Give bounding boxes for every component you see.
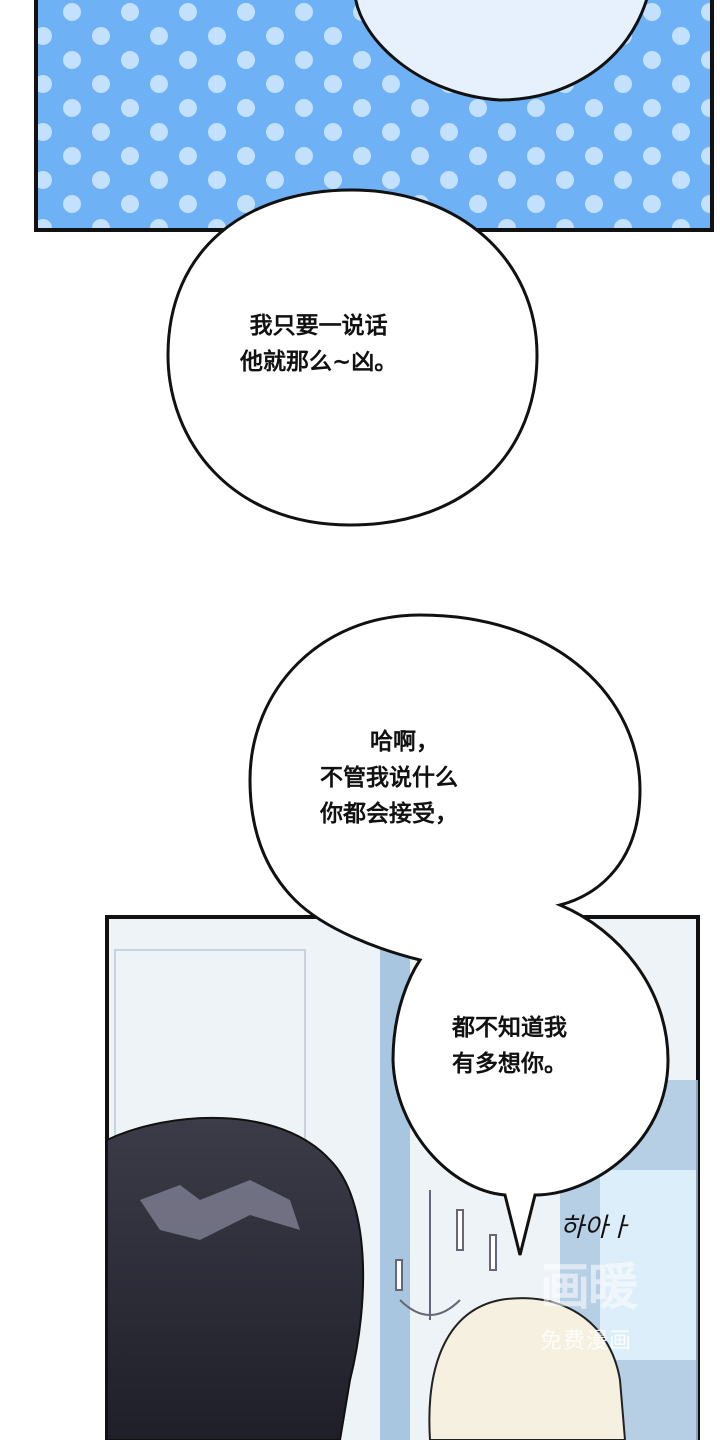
dialogue-line: 哈啊，: [370, 729, 439, 755]
watermark-text: 免费漫画: [540, 1329, 633, 1354]
top-bubble-fragment: [354, 0, 648, 102]
candelabra: [395, 1190, 497, 1320]
bubble-2-text: 哈啊， 不管我说什么 你都会接受，: [320, 724, 458, 832]
dialogue-line: 有多想你。: [452, 1051, 567, 1077]
dialogue-line: 都不知道我: [452, 1015, 567, 1041]
dark-hair: [106, 1116, 365, 1440]
dialogue-line: 你都会接受，: [320, 801, 458, 827]
bubble-3-text: 都不知道我 有多想你。: [452, 1010, 567, 1082]
sound-effect: 하아ㅏ: [560, 1213, 632, 1243]
dialogue-line: 他就那么~凶。: [240, 349, 398, 375]
dialogue-line: 不管我说什么: [320, 765, 458, 791]
dialogue-line: 我只要一说话: [249, 313, 388, 339]
speech-bubble-2: [248, 613, 670, 1256]
top-panel: [34, 0, 714, 232]
watermark-logo: 画暖: [540, 1258, 638, 1316]
bubble-1-text: 我只要一说话 他就那么~凶。: [240, 308, 397, 380]
speech-bubble-1: [166, 188, 539, 527]
blond-hair: [428, 1297, 627, 1440]
